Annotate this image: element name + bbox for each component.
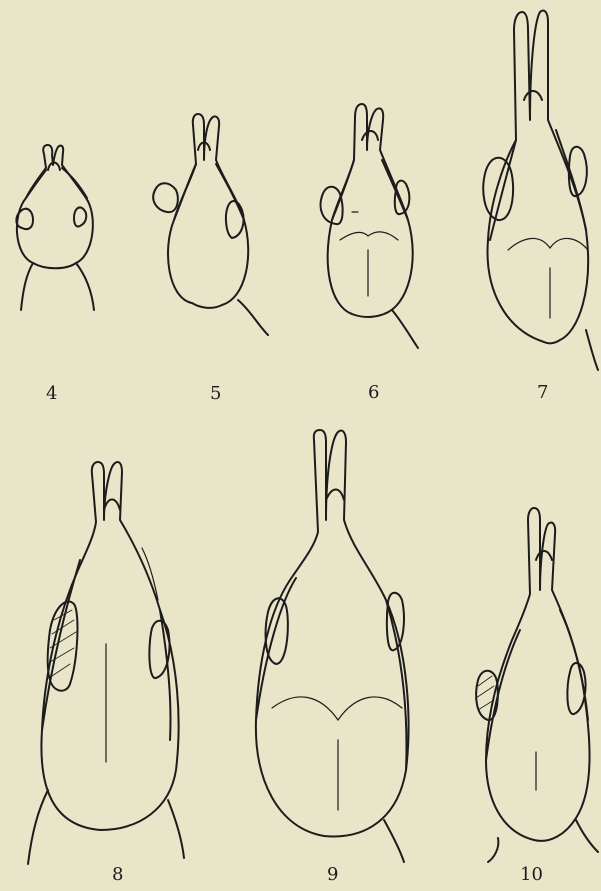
figure-9-label: 9 bbox=[327, 866, 338, 884]
figure-4-head-drawing bbox=[16, 145, 94, 310]
figure-5-head-drawing bbox=[153, 114, 268, 335]
figure-8-head-drawing bbox=[28, 462, 184, 864]
figure-8-label: 8 bbox=[112, 866, 123, 884]
figure-10-head-drawing bbox=[476, 508, 598, 862]
figure-5-label: 5 bbox=[210, 385, 221, 403]
figure-6-label: 6 bbox=[368, 384, 379, 402]
figure-6-head-drawing bbox=[321, 104, 418, 348]
figure-10-label: 10 bbox=[520, 866, 543, 884]
figure-7-label: 7 bbox=[537, 384, 548, 402]
figure-9-head-drawing bbox=[256, 430, 409, 862]
figure-7-head-drawing bbox=[483, 10, 598, 370]
figure-4-label: 4 bbox=[46, 385, 57, 403]
